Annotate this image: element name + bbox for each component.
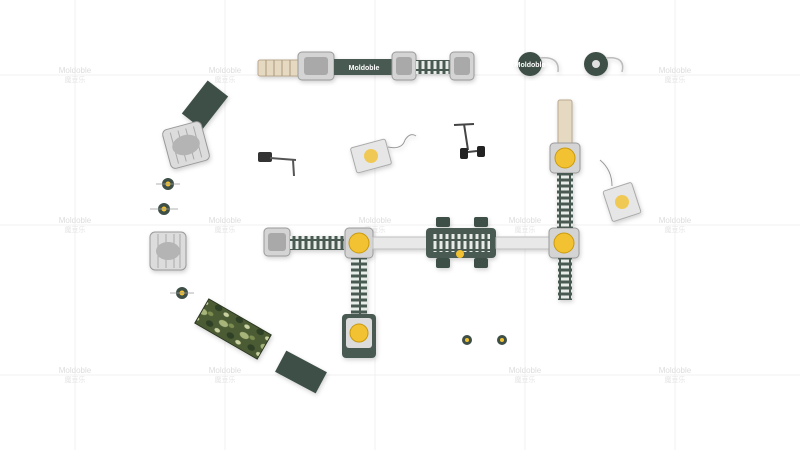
watermark-chinese: 魔豆乐 <box>515 375 536 384</box>
watermark-chinese: 魔豆乐 <box>215 75 236 84</box>
watermark-chinese: 魔豆乐 <box>665 75 686 84</box>
watermark-brand: Moldoble <box>659 66 692 75</box>
watermark-chinese: 魔豆乐 <box>665 375 686 384</box>
watermark-labels: Moldoble 魔豆乐 Moldoble 魔豆乐 Moldoble 魔豆乐 M… <box>59 66 692 384</box>
watermark-brand: Moldoble <box>359 216 392 225</box>
signboard-panel-right <box>599 159 642 222</box>
stepping-disks-bottom <box>462 335 507 345</box>
brand-disc-spinner: Moldoble <box>515 52 559 76</box>
watermark-chinese: 魔豆乐 <box>365 225 386 234</box>
watermark-chinese: 魔豆乐 <box>215 375 236 384</box>
watermark-brand: Moldoble <box>659 366 692 375</box>
bridge-brand-label: Moldoble <box>349 65 380 72</box>
watermark-brand: Moldoble <box>659 216 692 225</box>
scooter-equipment <box>453 123 485 159</box>
watermark-chinese: 魔豆乐 <box>65 225 86 234</box>
watermark-chinese: 魔豆乐 <box>65 75 86 84</box>
watermark-brand: Moldoble <box>59 366 92 375</box>
stepping-disks-left <box>150 178 194 299</box>
disc-brand-label: Moldoble <box>515 62 546 69</box>
watermark-chinese: 魔豆乐 <box>215 225 236 234</box>
watermark-brand: Moldoble <box>509 216 542 225</box>
watermark-brand: Moldoble <box>59 66 92 75</box>
watermark-brand: Moldoble <box>59 216 92 225</box>
main-play-structure <box>263 99 581 358</box>
watermark-chinese: 魔豆乐 <box>665 225 686 234</box>
top-bridge-assembly: Moldoble <box>257 51 475 81</box>
left-arc-equipment <box>149 80 327 394</box>
watermark-brand: Moldoble <box>509 366 542 375</box>
watermark-brand: Moldoble <box>209 216 242 225</box>
signboard-panel-middle <box>350 134 417 174</box>
disc-spinner <box>584 52 624 76</box>
watermark-chinese: 魔豆乐 <box>65 375 86 384</box>
handle-bar-left <box>258 152 297 177</box>
watermark-brand: Moldoble <box>209 366 242 375</box>
watermark-chinese: 魔豆乐 <box>515 225 536 234</box>
watermark-brand: Moldoble <box>209 66 242 75</box>
